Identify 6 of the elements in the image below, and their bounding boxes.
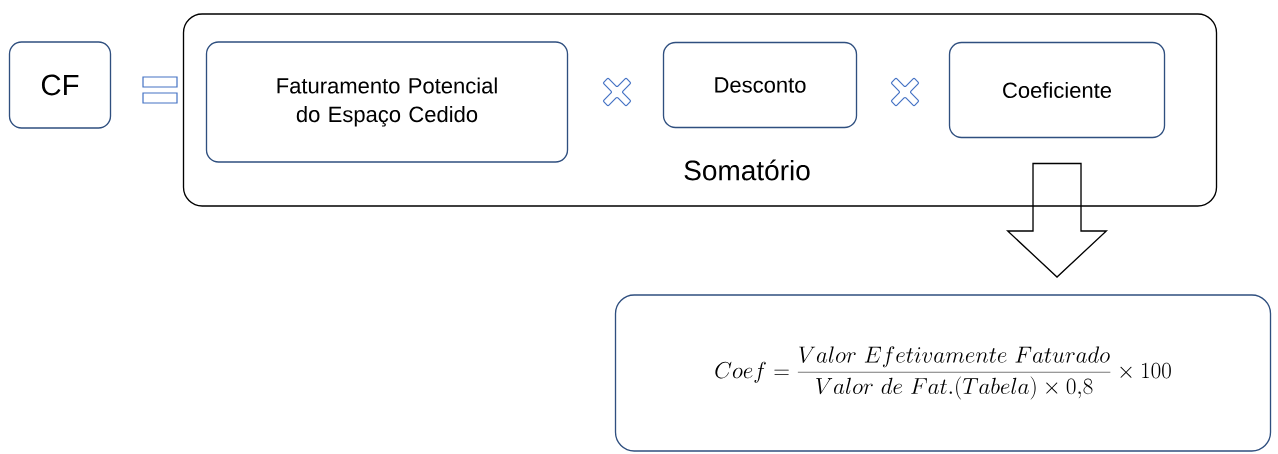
process-box: CF — [8, 41, 112, 129]
block-arrow — [1006, 162, 1109, 278]
process-box: Desconto — [662, 41, 858, 129]
process-box: Faturamento Potencial do Espaço Cedido — [205, 41, 569, 163]
process-box: Coeficiente — [948, 41, 1166, 139]
formula-box: $Coef=\frac{Valor\ Efetivamente\ Faturado}{Valor\ de\ Fat.(Tabela)\times 0{,}8}\times 100$ — [614, 294, 1272, 452]
